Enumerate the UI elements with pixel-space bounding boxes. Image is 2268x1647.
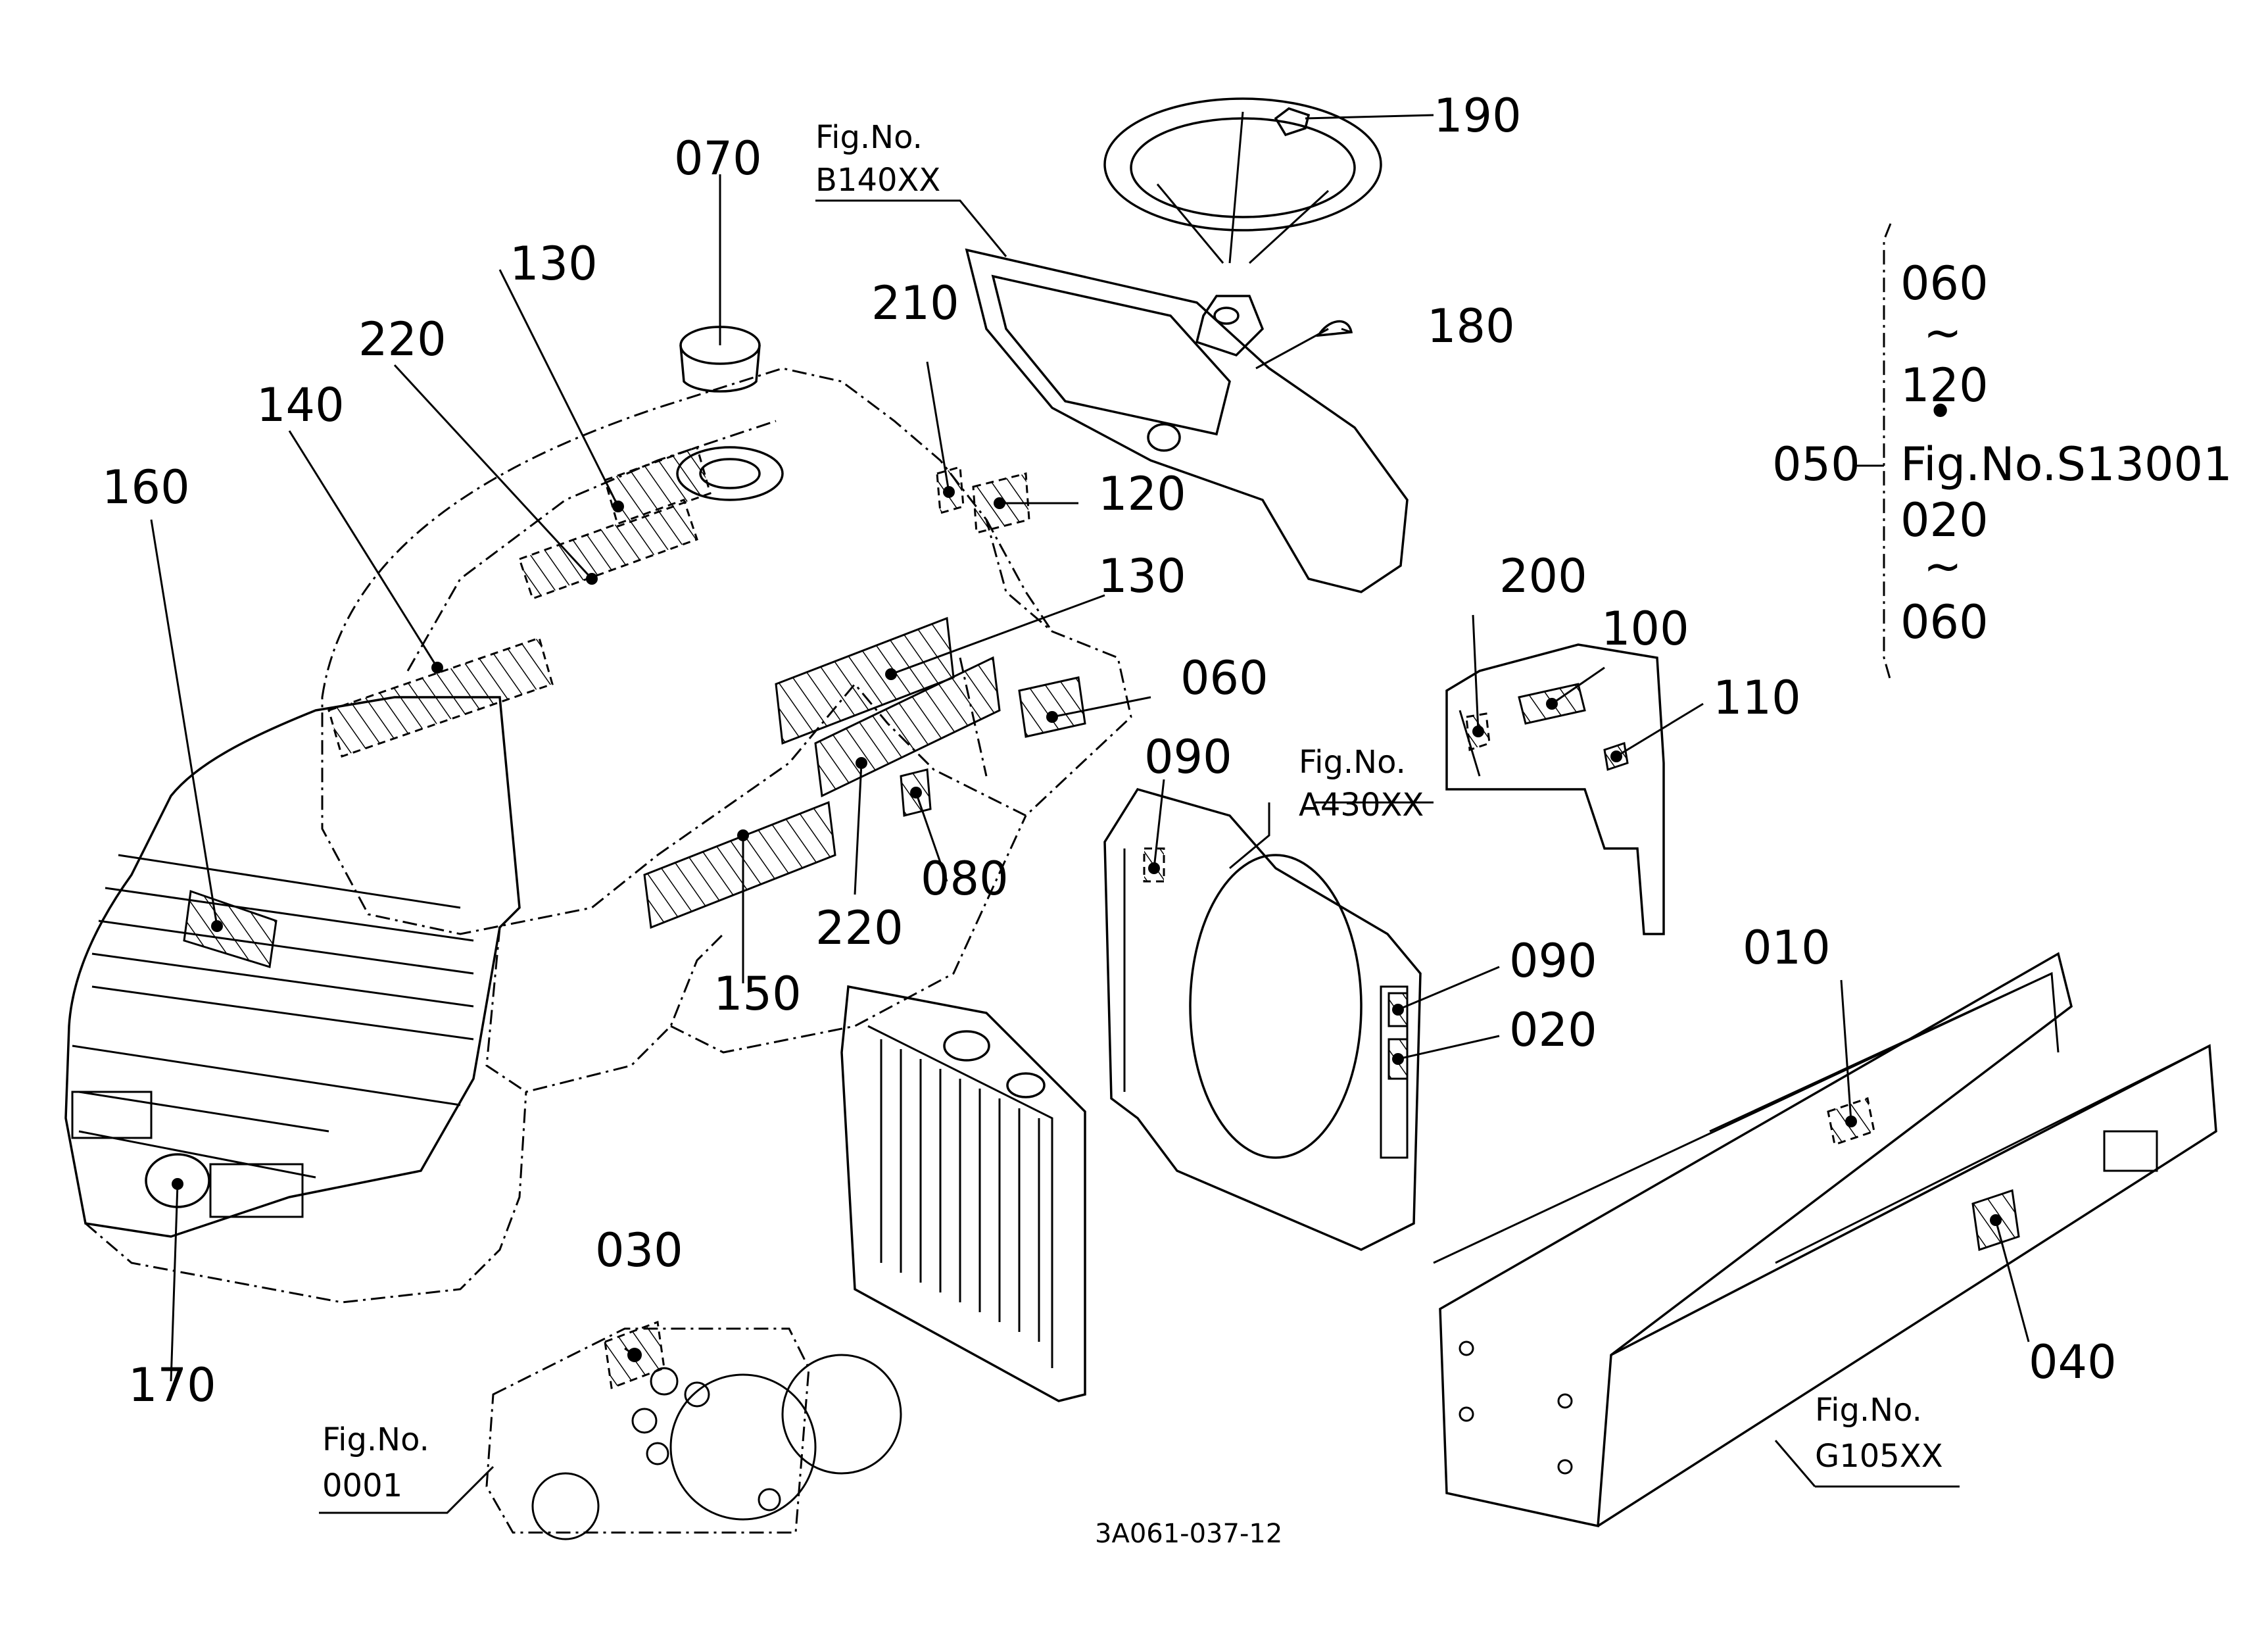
callout-070: 070 (674, 132, 762, 185)
callout-170: 170 (128, 1358, 216, 1412)
callout-030: 030 (595, 1223, 683, 1277)
fig-ref-g105-line2: G105XX (1815, 1438, 1943, 1475)
engine-block (485, 1320, 902, 1540)
decal-220-upper (518, 499, 698, 600)
set-bracket (1854, 223, 1892, 681)
callout-010: 010 (1743, 921, 1831, 975)
callout-130-side: 130 (1098, 549, 1186, 603)
fan-shroud (1103, 787, 1422, 1251)
set-item-1: ~ (1923, 306, 1962, 360)
callout-100: 100 (1601, 602, 1689, 656)
callout-020: 020 (1509, 1003, 1597, 1057)
callout-150: 150 (713, 967, 802, 1021)
callout-140: 140 (256, 378, 345, 432)
decal-150 (643, 800, 836, 929)
callout-110: 110 (1713, 671, 1801, 725)
set-item-6: ~ (1923, 539, 1962, 593)
drawing-number: 3A061-037-12 (1095, 1519, 1282, 1549)
fig-ref-0001-line1: Fig.No. (322, 1421, 429, 1458)
fig-ref-g105-line1: Fig.No. (1815, 1392, 1922, 1429)
set-label-050: 050 (1772, 437, 1860, 491)
set-item-7: 060 (1900, 595, 1989, 649)
callout-200: 200 (1499, 549, 1587, 603)
dash-panel (965, 97, 1409, 593)
hood-assembly (64, 367, 1132, 1304)
hood-decals (172, 446, 1086, 1190)
callout-090-lower: 090 (1509, 934, 1597, 988)
decal-140 (327, 637, 554, 758)
callout-190: 190 (1434, 89, 1522, 143)
leader-lines (150, 114, 2030, 1382)
fig-ref-0001-line2: 0001 (322, 1467, 402, 1504)
set-item-2: 120 (1900, 358, 1989, 412)
callout-060: 060 (1180, 651, 1268, 705)
decal-060 (1018, 676, 1086, 738)
callout-220-lower: 220 (815, 901, 904, 955)
decal-130-upper (604, 446, 712, 528)
callout-080: 080 (921, 852, 1009, 906)
callout-210: 210 (871, 276, 959, 330)
fig-ref-a430-line2: A430XX (1299, 787, 1424, 823)
fig-ref-b140-line2: B140XX (815, 162, 940, 199)
callout-090-upper: 090 (1144, 730, 1232, 784)
set-item-3: • (1927, 385, 1954, 439)
decal-160 (183, 889, 277, 968)
fig-ref-b140-line1: Fig.No. (815, 119, 923, 156)
callout-130-upper: 130 (510, 237, 598, 291)
radiator (840, 985, 1086, 1402)
callout-220-upper: 220 (358, 312, 446, 366)
callout-120: 120 (1098, 467, 1186, 521)
battery-bracket (1445, 643, 1665, 935)
set-item-5: 020 (1900, 493, 1989, 547)
figure-reference-leaders (319, 199, 1960, 1514)
chassis-frame (1433, 952, 2217, 1528)
callout-160: 160 (102, 460, 190, 514)
set-item-4: Fig.No.S13001 (1900, 437, 2232, 491)
fig-ref-a430-line1: Fig.No. (1299, 744, 1406, 781)
callout-040: 040 (2029, 1335, 2117, 1389)
callout-180: 180 (1427, 299, 1515, 353)
set-item-0: 060 (1900, 257, 1989, 310)
